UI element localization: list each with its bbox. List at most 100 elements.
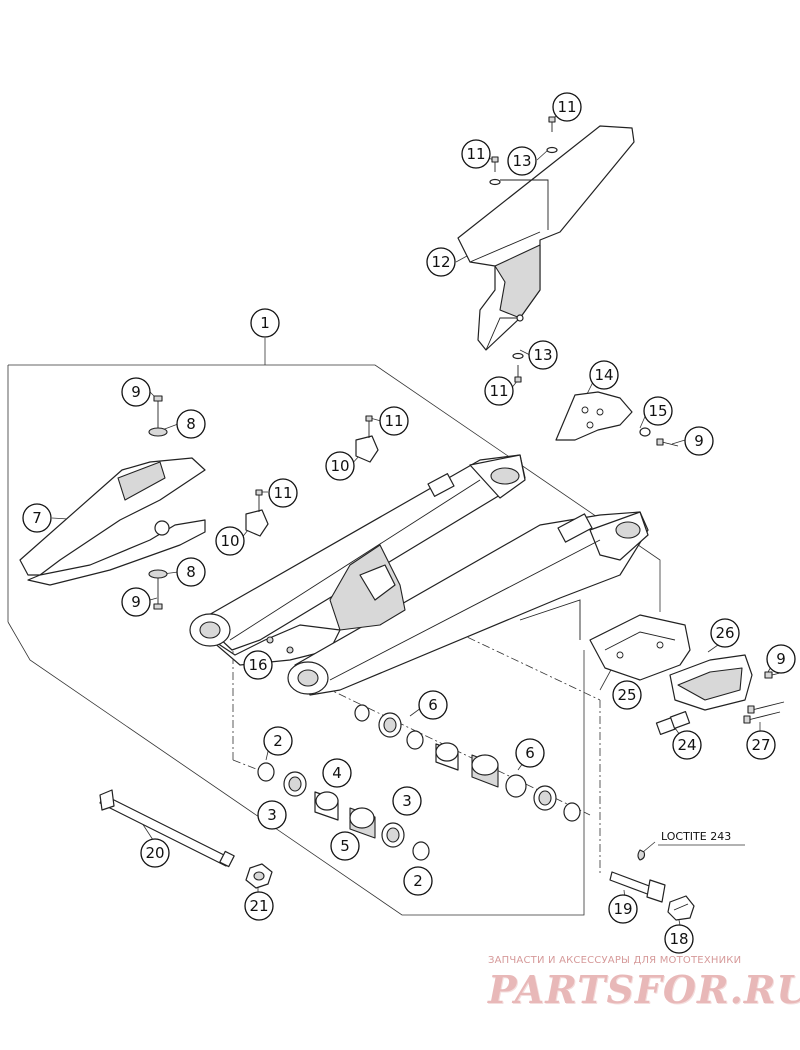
clamp-10-lower [245, 489, 269, 537]
chain-guard [457, 125, 635, 351]
chain-guide-plate [589, 614, 691, 681]
clamp-10-upper [355, 415, 379, 463]
callout-9: 9 [121, 377, 151, 407]
callout-15: 15 [643, 396, 673, 426]
callout-25: 25 [612, 680, 642, 710]
callout-3: 3 [392, 786, 422, 816]
callout-11: 11 [268, 478, 298, 508]
callout-27: 27 [746, 730, 776, 760]
loctite-drop-icon [637, 849, 646, 861]
callout-12: 12 [426, 247, 456, 277]
callout-19: 19 [608, 894, 638, 924]
svg-text:11: 11 [384, 412, 403, 430]
callout-2: 2 [263, 726, 293, 756]
watermark-tagline: ЗАПЧАСТИ И АКСЕССУАРЫ ДЛЯ МОТОТЕХНИКИ [488, 955, 742, 966]
svg-text:21: 21 [249, 897, 268, 915]
svg-text:18: 18 [669, 930, 688, 948]
svg-text:13: 13 [533, 346, 552, 364]
callout-9: 9 [121, 587, 151, 617]
svg-text:19: 19 [613, 900, 632, 918]
callout-20: 20 [140, 838, 170, 868]
callout-10: 10 [215, 526, 245, 556]
callout-11: 11 [461, 139, 491, 169]
svg-text:20: 20 [145, 844, 164, 862]
svg-text:4: 4 [332, 764, 342, 782]
callout-13: 13 [507, 146, 537, 176]
svg-text:2: 2 [413, 872, 423, 890]
svg-text:16: 16 [248, 656, 267, 674]
callout-7: 7 [22, 503, 52, 533]
bearing-components [257, 704, 581, 861]
svg-text:27: 27 [751, 736, 770, 754]
callout-6: 6 [418, 690, 448, 720]
svg-text:11: 11 [557, 98, 576, 116]
svg-text:8: 8 [186, 563, 196, 581]
bushing-24 [655, 711, 691, 735]
callout-26: 26 [710, 618, 740, 648]
callout-14: 14 [589, 360, 619, 390]
svg-text:24: 24 [677, 736, 696, 754]
svg-text:13: 13 [512, 152, 531, 170]
svg-text:12: 12 [431, 253, 450, 271]
svg-text:3: 3 [402, 792, 412, 810]
svg-text:11: 11 [273, 484, 292, 502]
callout-13: 13 [528, 340, 558, 370]
callout-5: 5 [330, 831, 360, 861]
svg-text:1: 1 [260, 314, 270, 332]
svg-text:3: 3 [267, 806, 277, 824]
svg-text:9: 9 [131, 593, 141, 611]
callout-18: 18 [664, 924, 694, 954]
screw-11-guard-bottom [514, 365, 522, 383]
callout-24: 24 [672, 730, 702, 760]
callout-9: 9 [684, 426, 714, 456]
chain-slider [19, 395, 206, 610]
callout-21: 21 [244, 891, 274, 921]
axle-nut [245, 863, 273, 889]
svg-text:25: 25 [617, 686, 636, 704]
callout-2: 2 [403, 866, 433, 896]
svg-text:LOCTITE 243: LOCTITE 243 [661, 830, 731, 843]
svg-text:11: 11 [489, 382, 508, 400]
chain-guide-rear [555, 391, 679, 447]
svg-text:7: 7 [32, 509, 42, 527]
callout-11: 11 [484, 376, 514, 406]
screw-27 [743, 701, 785, 724]
callout-4: 4 [322, 758, 352, 788]
screw-11-guard-mid [491, 156, 499, 172]
screw-16 [266, 636, 294, 654]
callout-8: 8 [176, 409, 206, 439]
svg-text:9: 9 [776, 650, 786, 668]
chain-guide-block [669, 654, 753, 711]
svg-text:5: 5 [340, 837, 350, 855]
bolt-19 [609, 871, 666, 903]
loctite-note: LOCTITE 243 [658, 830, 745, 846]
svg-text:6: 6 [525, 744, 535, 762]
svg-text:9: 9 [694, 432, 704, 450]
svg-text:8: 8 [186, 415, 196, 433]
callout-16: 16 [243, 650, 273, 680]
callout-8: 8 [176, 557, 206, 587]
svg-text:15: 15 [648, 402, 667, 420]
svg-text:10: 10 [220, 532, 239, 550]
svg-text:2: 2 [273, 732, 283, 750]
swingarm [189, 454, 649, 696]
plug-18 [667, 895, 695, 921]
callout-1: 1 [250, 308, 280, 338]
callout-11: 11 [552, 92, 582, 122]
svg-text:6: 6 [428, 696, 438, 714]
callout-10: 10 [325, 451, 355, 481]
svg-text:10: 10 [330, 457, 349, 475]
screw-11-guard-top [548, 116, 556, 132]
svg-text:26: 26 [715, 624, 734, 642]
callout-9: 9 [766, 644, 796, 674]
svg-text:14: 14 [594, 366, 613, 384]
callout-3: 3 [257, 800, 287, 830]
watermark-logo: PARTSFOR.RU [488, 967, 800, 1012]
callout-11: 11 [379, 406, 409, 436]
washer-13-guard [489, 146, 558, 360]
svg-text:9: 9 [131, 383, 141, 401]
svg-text:11: 11 [466, 145, 485, 163]
swingarm-axle [99, 789, 235, 868]
callout-6: 6 [515, 738, 545, 768]
